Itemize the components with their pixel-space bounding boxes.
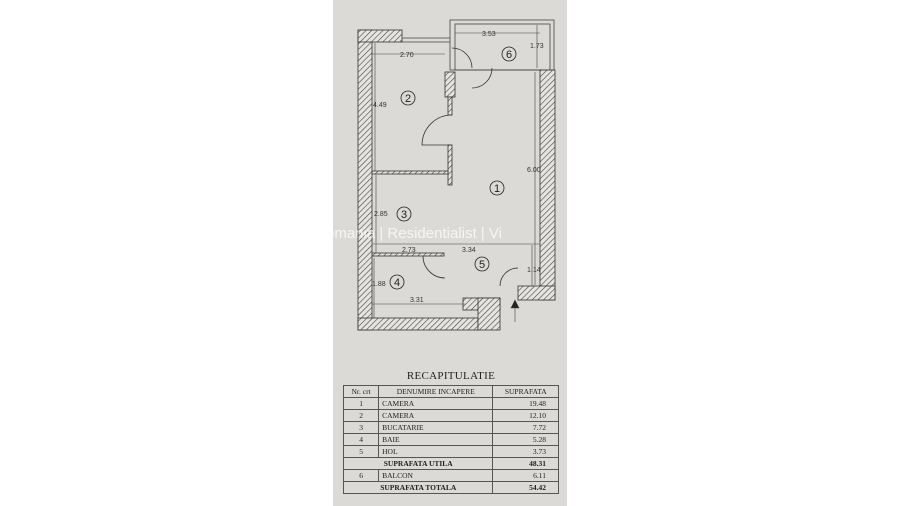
row-nr: 1 [342, 397, 380, 410]
balcony-outline [402, 19, 555, 71]
watermark: omania | Residentialist | Vi [326, 225, 502, 242]
dim-3-31: 3.31 [410, 297, 424, 304]
row-area: 7.72 [492, 421, 559, 434]
dim-2-73: 2.73 [402, 247, 416, 254]
dim-1-88: 1.88 [372, 281, 386, 288]
row-area: 12.10 [492, 409, 559, 422]
dim-2-85: 2.85 [374, 211, 388, 218]
header-area: SUPRAFATA [492, 385, 559, 398]
dim-6-00: 6.00 [527, 167, 541, 174]
walls [357, 29, 556, 331]
row-area: 6.11 [492, 469, 559, 482]
row-name: BUCATARIE [378, 421, 494, 434]
room-2-label: 2 [405, 93, 411, 105]
row-name: BALCON [378, 469, 494, 482]
row-nr: 4 [342, 433, 380, 446]
row-area: 19.48 [492, 397, 559, 410]
row-area: 3.73 [492, 445, 559, 458]
dim-1-73: 1.73 [530, 43, 544, 50]
header-name: DENUMIRE INCAPERE [378, 385, 494, 398]
useful-area-label: SUPRAFATA UTILA [342, 457, 494, 470]
dim-3-53: 3.53 [482, 31, 496, 38]
dim-4-49: 4.49 [373, 102, 387, 109]
total-area-value: 54.42 [492, 481, 559, 494]
dim-1-14: 1.14 [527, 267, 541, 274]
row-name: CAMERA [378, 409, 494, 422]
row-nr: 2 [342, 409, 380, 422]
recap-table-section: RECAPITULATIE Nr. crt DENUMIRE INCAPERE … [342, 370, 559, 494]
door-swings [421, 47, 519, 287]
dim-2-70: 2.70 [400, 52, 414, 59]
header-nr: Nr. crt [342, 385, 380, 398]
room-6-label: 6 [506, 49, 512, 61]
recap-title: RECAPITULATIE [406, 370, 496, 382]
row-name: CAMERA [378, 397, 494, 410]
room-3-label: 3 [401, 209, 407, 221]
table-header: Nr. crt DENUMIRE INCAPERE SUPRAFATA [342, 385, 559, 398]
row-nr: 3 [342, 421, 380, 434]
row-nr: 5 [342, 445, 380, 458]
row-area: 5.28 [492, 433, 559, 446]
room-5-label: 5 [479, 259, 485, 271]
room-1-label: 1 [494, 183, 500, 195]
room-markers [389, 46, 517, 290]
row-name: HOL [378, 445, 494, 458]
dim-3-34: 3.34 [462, 247, 476, 254]
row-name: BAIE [378, 433, 494, 446]
room-4-label: 4 [394, 277, 400, 289]
useful-area-value: 48.31 [492, 457, 559, 470]
dimension-labels: 2.70 3.53 1.73 4.49 6.00 2.85 2.73 3.34 … [372, 31, 544, 304]
row-nr: 6 [342, 469, 380, 482]
dimension-lines [372, 25, 540, 322]
total-area-label: SUPRAFATA TOTALA [342, 481, 494, 494]
